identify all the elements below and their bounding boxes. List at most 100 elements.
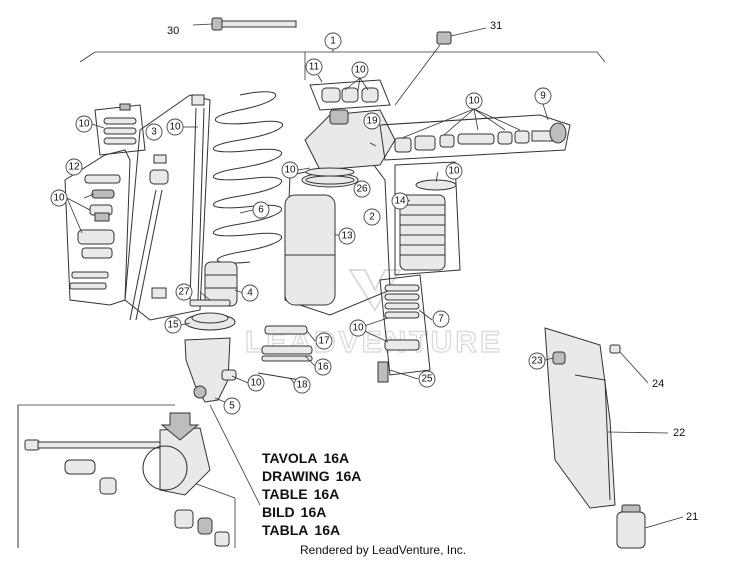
svg-text:6: 6 <box>258 205 264 216</box>
caption-bild: BILD 16A <box>262 504 326 520</box>
svg-text:10: 10 <box>78 119 90 130</box>
callout-10f: 10 <box>281 161 299 179</box>
svg-text:10: 10 <box>468 96 480 107</box>
callout-12: 12 <box>65 158 83 176</box>
credit-text: Rendered by LeadVenture, Inc. <box>300 543 467 557</box>
svg-text:10: 10 <box>448 166 460 177</box>
assembly-bracket <box>79 48 606 63</box>
svg-text:7: 7 <box>438 314 444 325</box>
callout-25: 25 <box>418 370 436 388</box>
callout-10e: 10 <box>50 189 68 207</box>
svg-text:14: 14 <box>394 196 406 207</box>
svg-text:19: 19 <box>366 116 378 127</box>
svg-text:5: 5 <box>229 401 235 412</box>
damper-rod-3[interactable] <box>124 94 211 321</box>
callout-31: 31 <box>490 20 502 32</box>
callout-10b: 10 <box>465 92 483 110</box>
callout-24: 24 <box>652 378 664 390</box>
svg-text:26: 26 <box>356 184 368 195</box>
svg-text:9: 9 <box>540 91 546 102</box>
caption-label: TABLE <box>262 486 308 502</box>
piston-group[interactable] <box>257 325 313 381</box>
svg-text:10: 10 <box>284 165 296 176</box>
callout-10a: 10 <box>351 61 369 79</box>
callout-10i: 10 <box>247 374 265 392</box>
mud-guard-22[interactable] <box>544 327 621 509</box>
svg-text:18: 18 <box>296 380 308 391</box>
svg-text:27: 27 <box>178 287 190 298</box>
svg-text:10: 10 <box>250 378 262 389</box>
bump-stop-4[interactable] <box>189 261 238 307</box>
caption-label: TAVOLA <box>262 450 318 466</box>
callout-5: 5 <box>223 397 241 415</box>
leader-lines <box>66 52 684 529</box>
callout-26: 26 <box>353 180 371 198</box>
callout-1: 1 <box>324 32 342 50</box>
seals-26[interactable] <box>305 167 355 185</box>
svg-text:4: 4 <box>247 288 253 299</box>
coil-spring-6[interactable] <box>212 91 283 264</box>
callout-7: 7 <box>432 310 450 328</box>
caption-number: 16A <box>313 486 340 502</box>
svg-text:11: 11 <box>309 62 320 73</box>
caption-drawing: DRAWING 16A <box>262 468 361 484</box>
seal-stack-7[interactable] <box>377 274 431 383</box>
svg-text:1: 1 <box>330 36 336 47</box>
callout-15: 15 <box>164 316 182 334</box>
detail-inset <box>17 404 261 548</box>
caption-number: 16A <box>300 504 327 520</box>
callout-9: 9 <box>534 87 552 105</box>
svg-text:10: 10 <box>354 65 366 76</box>
callout-30: 30 <box>167 25 179 37</box>
svg-text:23: 23 <box>531 356 543 367</box>
svg-text:13: 13 <box>341 231 353 242</box>
caption-label: TABLA <box>262 522 309 538</box>
callout-3: 3 <box>145 123 163 141</box>
svg-text:12: 12 <box>68 162 80 173</box>
svg-text:10: 10 <box>169 122 181 133</box>
callout-23: 23 <box>528 352 546 370</box>
callout-21: 21 <box>686 511 698 523</box>
nut-31[interactable] <box>394 27 487 106</box>
reservoir-14[interactable] <box>394 161 461 276</box>
callout-4: 4 <box>241 284 259 302</box>
svg-text:2: 2 <box>369 212 375 223</box>
spring-seat-15[interactable] <box>184 312 236 331</box>
clevis-5[interactable] <box>184 337 237 403</box>
svg-text:15: 15 <box>167 320 179 331</box>
callout-10g: 10 <box>445 162 463 180</box>
caption-tavola: TAVOLA 16A <box>262 450 349 466</box>
svg-text:3: 3 <box>151 127 157 138</box>
caption-label: DRAWING <box>262 468 330 484</box>
callout-17: 17 <box>315 332 333 350</box>
top-seals-11[interactable] <box>309 79 391 111</box>
bolt-30[interactable] <box>192 17 297 31</box>
caption-table: TABLE 16A <box>262 486 339 502</box>
callout-22: 22 <box>673 427 685 439</box>
callout-10d: 10 <box>166 118 184 136</box>
callouts: 1 2 3 4 5 6 7 9 10 10 10 10 10 10 10 10 … <box>50 32 552 415</box>
svg-text:17: 17 <box>318 336 330 347</box>
callout-13: 13 <box>338 227 356 245</box>
top-mount-19[interactable] <box>304 109 396 171</box>
callout-16: 16 <box>314 358 332 376</box>
caption-label: BILD <box>262 504 295 520</box>
svg-text:16: 16 <box>317 362 329 373</box>
caption-number: 16A <box>335 468 362 484</box>
callout-19: 19 <box>363 112 381 130</box>
callout-11: 11 <box>305 58 323 76</box>
oil-bottle-21[interactable] <box>616 504 646 549</box>
svg-text:10: 10 <box>352 323 364 334</box>
callout-2: 2 <box>363 208 381 226</box>
plain-callouts: 30 31 22 24 21 <box>167 20 698 523</box>
callout-10c: 10 <box>75 115 93 133</box>
seals-upper-left[interactable] <box>94 103 146 156</box>
callout-10h: 10 <box>349 319 367 337</box>
caption-number: 16A <box>323 450 350 466</box>
svg-text:10: 10 <box>53 193 65 204</box>
callout-14: 14 <box>391 192 409 210</box>
valve-assembly-9[interactable] <box>379 114 571 161</box>
callout-18: 18 <box>293 376 311 394</box>
